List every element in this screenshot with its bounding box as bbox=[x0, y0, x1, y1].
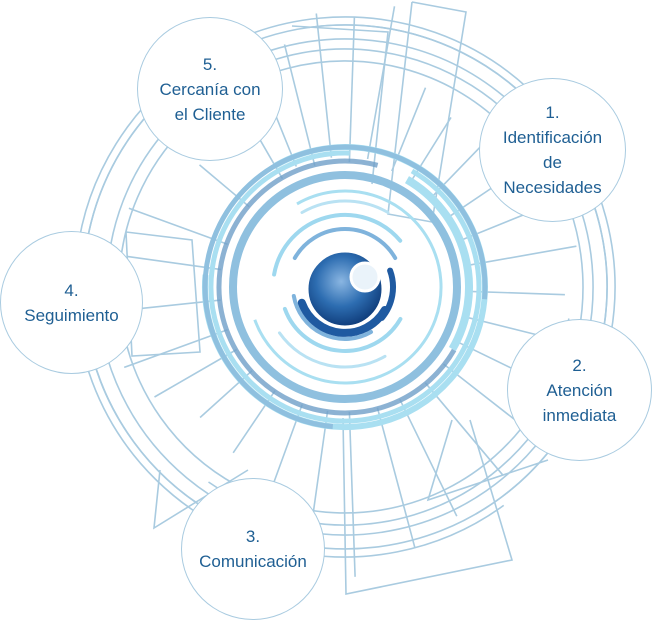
step-5-label-line1: Cercanía con bbox=[159, 79, 261, 99]
fingerprint-arc bbox=[292, 227, 398, 260]
fingerprint-arc bbox=[300, 199, 390, 214]
connector-line bbox=[315, 13, 333, 158]
step-2-label-line1: Atención bbox=[546, 380, 613, 400]
ring-arc bbox=[216, 158, 457, 416]
step-5-label-line2: el Cliente bbox=[174, 104, 246, 124]
ring-arc bbox=[202, 144, 488, 429]
step-4-label-line1: Seguimiento bbox=[24, 305, 119, 325]
step-1-label-line3: Necesidades bbox=[503, 178, 602, 197]
fingerprint-arc bbox=[282, 306, 403, 353]
step-2-node: 2. Atención inmediata bbox=[507, 319, 652, 461]
connector-line bbox=[348, 411, 356, 577]
inner-ring bbox=[229, 171, 461, 403]
connector-line bbox=[399, 398, 458, 517]
connector-line bbox=[283, 44, 316, 166]
step-4-node: 4. Seguimiento bbox=[0, 231, 143, 374]
step-5-node: 5. Cercanía con el Cliente bbox=[137, 17, 283, 161]
block-outline bbox=[342, 417, 514, 595]
step-1-label-line1: Identificación bbox=[502, 128, 603, 147]
connector-line bbox=[348, 17, 356, 163]
step-3-node: 3. Comunicación bbox=[181, 478, 325, 620]
step-1-number: 1. bbox=[545, 103, 560, 122]
fingerprint-arc bbox=[297, 298, 389, 337]
eye-icon bbox=[272, 199, 403, 369]
step-5-number: 5. bbox=[202, 54, 218, 74]
step-2-number: 2. bbox=[572, 355, 587, 375]
connector-line bbox=[366, 6, 396, 160]
connector-line bbox=[467, 245, 577, 267]
connector-line bbox=[123, 329, 228, 369]
block-outline bbox=[426, 419, 549, 502]
connector-line bbox=[128, 207, 228, 245]
step-1-node: 1. Identificación de Necesidades bbox=[479, 78, 626, 222]
eye-highlight bbox=[349, 261, 381, 293]
step-3-number: 3. bbox=[245, 527, 261, 546]
ring-arc bbox=[404, 176, 474, 351]
step-3-label-line1: Comunicación bbox=[199, 552, 307, 571]
block-outline bbox=[291, 25, 389, 185]
step-2-label-line2: inmediata bbox=[542, 405, 617, 425]
ring-arc bbox=[208, 150, 482, 424]
concentric-rings bbox=[201, 144, 488, 431]
fingerprint-arc bbox=[278, 331, 387, 369]
connector-line bbox=[199, 370, 253, 419]
connector-line bbox=[424, 382, 504, 476]
ring-arc bbox=[253, 189, 443, 385]
step-1-label-line2: de bbox=[543, 153, 562, 172]
step-4-number: 4. bbox=[64, 280, 79, 300]
fingerprint-arc bbox=[272, 212, 403, 277]
fingerprint-arc bbox=[291, 294, 373, 341]
connector-line bbox=[376, 407, 416, 549]
